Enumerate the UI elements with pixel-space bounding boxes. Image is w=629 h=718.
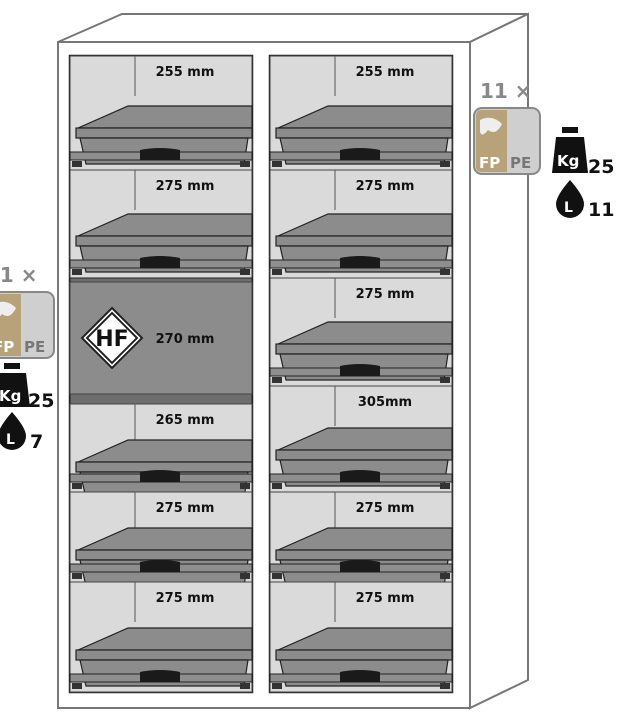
left-capacity-badge: 11 × FP PE Kg 25 L 7	[0, 263, 55, 453]
svg-text:L: L	[6, 432, 15, 448]
material-icon: FP PE	[0, 291, 55, 359]
compartment-height-label: 275 mm	[356, 287, 415, 302]
compartment-height-label: 270 mm	[156, 332, 215, 347]
shelf-handle	[140, 670, 180, 682]
max-weight: 25	[28, 390, 54, 412]
compartment: 255 mm	[69, 55, 253, 171]
right-capacity-badge: 11 × FP PE Kg 25 L 11	[473, 79, 614, 221]
compartment-height-label: 265 mm	[156, 413, 215, 428]
pe-label: PE	[24, 338, 45, 356]
weight-icon: Kg	[0, 363, 30, 407]
max-weight: 25	[588, 156, 614, 178]
fp-label: FP	[0, 338, 14, 356]
liter-drop-icon: L	[0, 412, 26, 450]
max-volume: 7	[30, 431, 43, 453]
shelf-handle	[340, 560, 380, 572]
compartment-height-label: 255 mm	[356, 65, 415, 80]
compartment: 275 mm	[69, 581, 253, 693]
compartment-height-label: 275 mm	[356, 591, 415, 606]
compartment-height-label: 275 mm	[356, 179, 415, 194]
compartment: 265 mm	[69, 403, 253, 499]
compartment-height-label: 305mm	[358, 395, 412, 410]
shelf-handle	[340, 364, 380, 376]
material-icon: FP PE	[473, 107, 541, 175]
shelf-handle	[340, 470, 380, 482]
compartment-height-label: 275 mm	[356, 501, 415, 516]
hf-label: HF	[95, 327, 128, 352]
compartment: 275 mm	[269, 169, 453, 279]
svg-text:Kg: Kg	[557, 152, 579, 170]
shelf-handle	[140, 470, 180, 482]
shelf-handle	[140, 148, 180, 160]
compartment: 275 mm	[69, 491, 253, 587]
pe-label: PE	[510, 154, 531, 172]
shelf-handle	[340, 256, 380, 268]
shelf-handle	[140, 560, 180, 572]
compartment-height-label: 275 mm	[156, 501, 215, 516]
tray-count: 11 ×	[0, 263, 38, 287]
right-column: 255 mm 275 mm 275 mm 305mm 275 mm 275 mm	[269, 55, 453, 693]
svg-text:Kg: Kg	[0, 387, 21, 405]
hf-hazard-icon	[80, 306, 144, 370]
compartment: 305mm	[269, 385, 453, 493]
compartment: 275 mm	[269, 581, 453, 693]
compartment: HF 270 mm	[69, 277, 253, 405]
liter-drop-icon: L	[556, 180, 584, 218]
compartment-height-label: 275 mm	[156, 179, 215, 194]
svg-text:L: L	[564, 200, 573, 216]
max-volume: 11	[588, 199, 614, 221]
compartment: 275 mm	[269, 277, 453, 387]
left-column: 255 mm 275 mm HF 270 mm 265 mm 275 mm 275 mm	[69, 55, 253, 693]
compartment: 255 mm	[269, 55, 453, 171]
compartment: 275 mm	[269, 491, 453, 587]
fp-label: FP	[479, 154, 500, 172]
compartment-height-label: 275 mm	[156, 591, 215, 606]
compartment: 275 mm	[69, 169, 253, 279]
shelf-handle	[340, 148, 380, 160]
compartment-height-label: 255 mm	[156, 65, 215, 80]
weight-icon: Kg	[552, 127, 588, 173]
tray-count: 11 ×	[480, 79, 532, 103]
shelf-handle	[340, 670, 380, 682]
shelf-handle	[140, 256, 180, 268]
